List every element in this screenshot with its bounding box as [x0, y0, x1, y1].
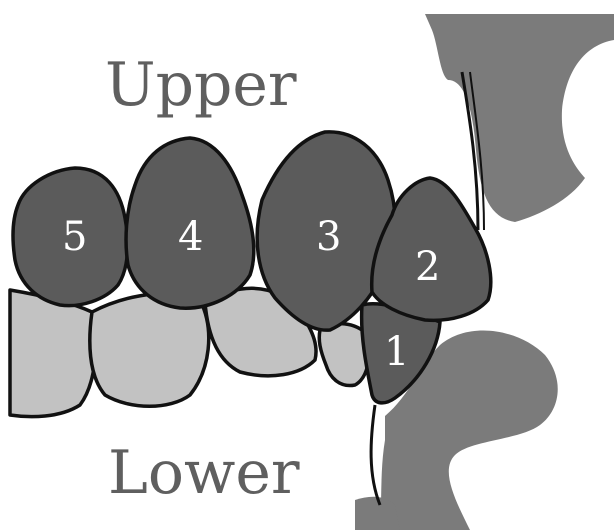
lower-frenum-line: [371, 405, 380, 505]
lower-label: Lower: [108, 438, 300, 508]
tooth-number-5: 5: [62, 214, 87, 260]
upper-gum: [425, 14, 614, 222]
upper-label: Upper: [105, 50, 297, 120]
lower-tooth-left: [90, 294, 209, 407]
tooth-number-3: 3: [316, 214, 341, 260]
tooth-number-1: 1: [384, 329, 409, 375]
lower-tooth-far-left: [10, 290, 96, 417]
tooth-number-4: 4: [178, 214, 203, 260]
tooth-number-2: 2: [415, 244, 440, 290]
